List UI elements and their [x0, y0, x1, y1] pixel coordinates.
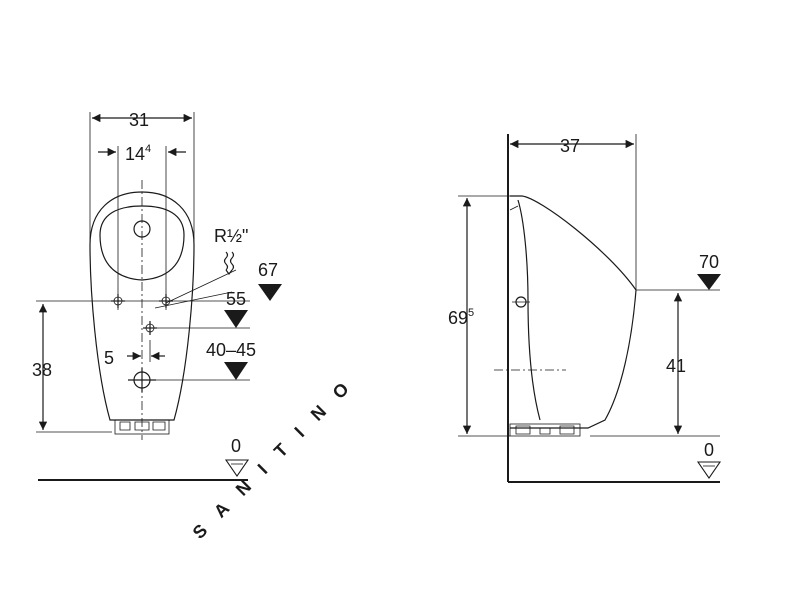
side-body-outline: [510, 195, 637, 429]
side-inner-back: [517, 199, 541, 421]
watermark: SANITINO: [189, 366, 366, 543]
level-67-triangle: [258, 284, 282, 301]
cross-55: [143, 321, 157, 335]
dim-37-label: 37: [560, 136, 580, 156]
side-floor-triangle: [696, 461, 722, 479]
dim-69-label: 695: [448, 307, 474, 328]
front-bowl: [99, 205, 185, 281]
dim-41-label: 41: [666, 356, 686, 376]
thread-label: R½": [214, 226, 248, 246]
level-55-triangle: [224, 310, 248, 328]
dim-31-label: 31: [129, 110, 149, 130]
rim-level-triangle: [697, 274, 721, 290]
level-40-45-triangle: [224, 362, 248, 380]
thread-leader: [165, 269, 237, 304]
side-trap: [509, 423, 581, 437]
side-view: 37 695 70 41 0: [448, 134, 722, 483]
level-55-label: 55: [226, 289, 246, 309]
side-floor-level-label: 0: [704, 440, 714, 460]
dim-5-label: 5: [104, 348, 114, 368]
inlet-left-cross: [111, 294, 125, 308]
drain-cross: [128, 368, 156, 392]
level-67-label: 67: [258, 260, 278, 280]
front-floor-level-label: 0: [231, 436, 241, 456]
dim-38-label: 38: [32, 360, 52, 380]
front-view: 31 144 R½" 67 55 5 40–4: [32, 110, 282, 481]
level-40-45-label: 40–45: [206, 340, 256, 360]
rim-level-label: 70: [699, 252, 719, 272]
dim-14-label: 144: [125, 143, 151, 164]
water-wave-1: [223, 251, 229, 271]
side-back-detail: [509, 205, 519, 211]
